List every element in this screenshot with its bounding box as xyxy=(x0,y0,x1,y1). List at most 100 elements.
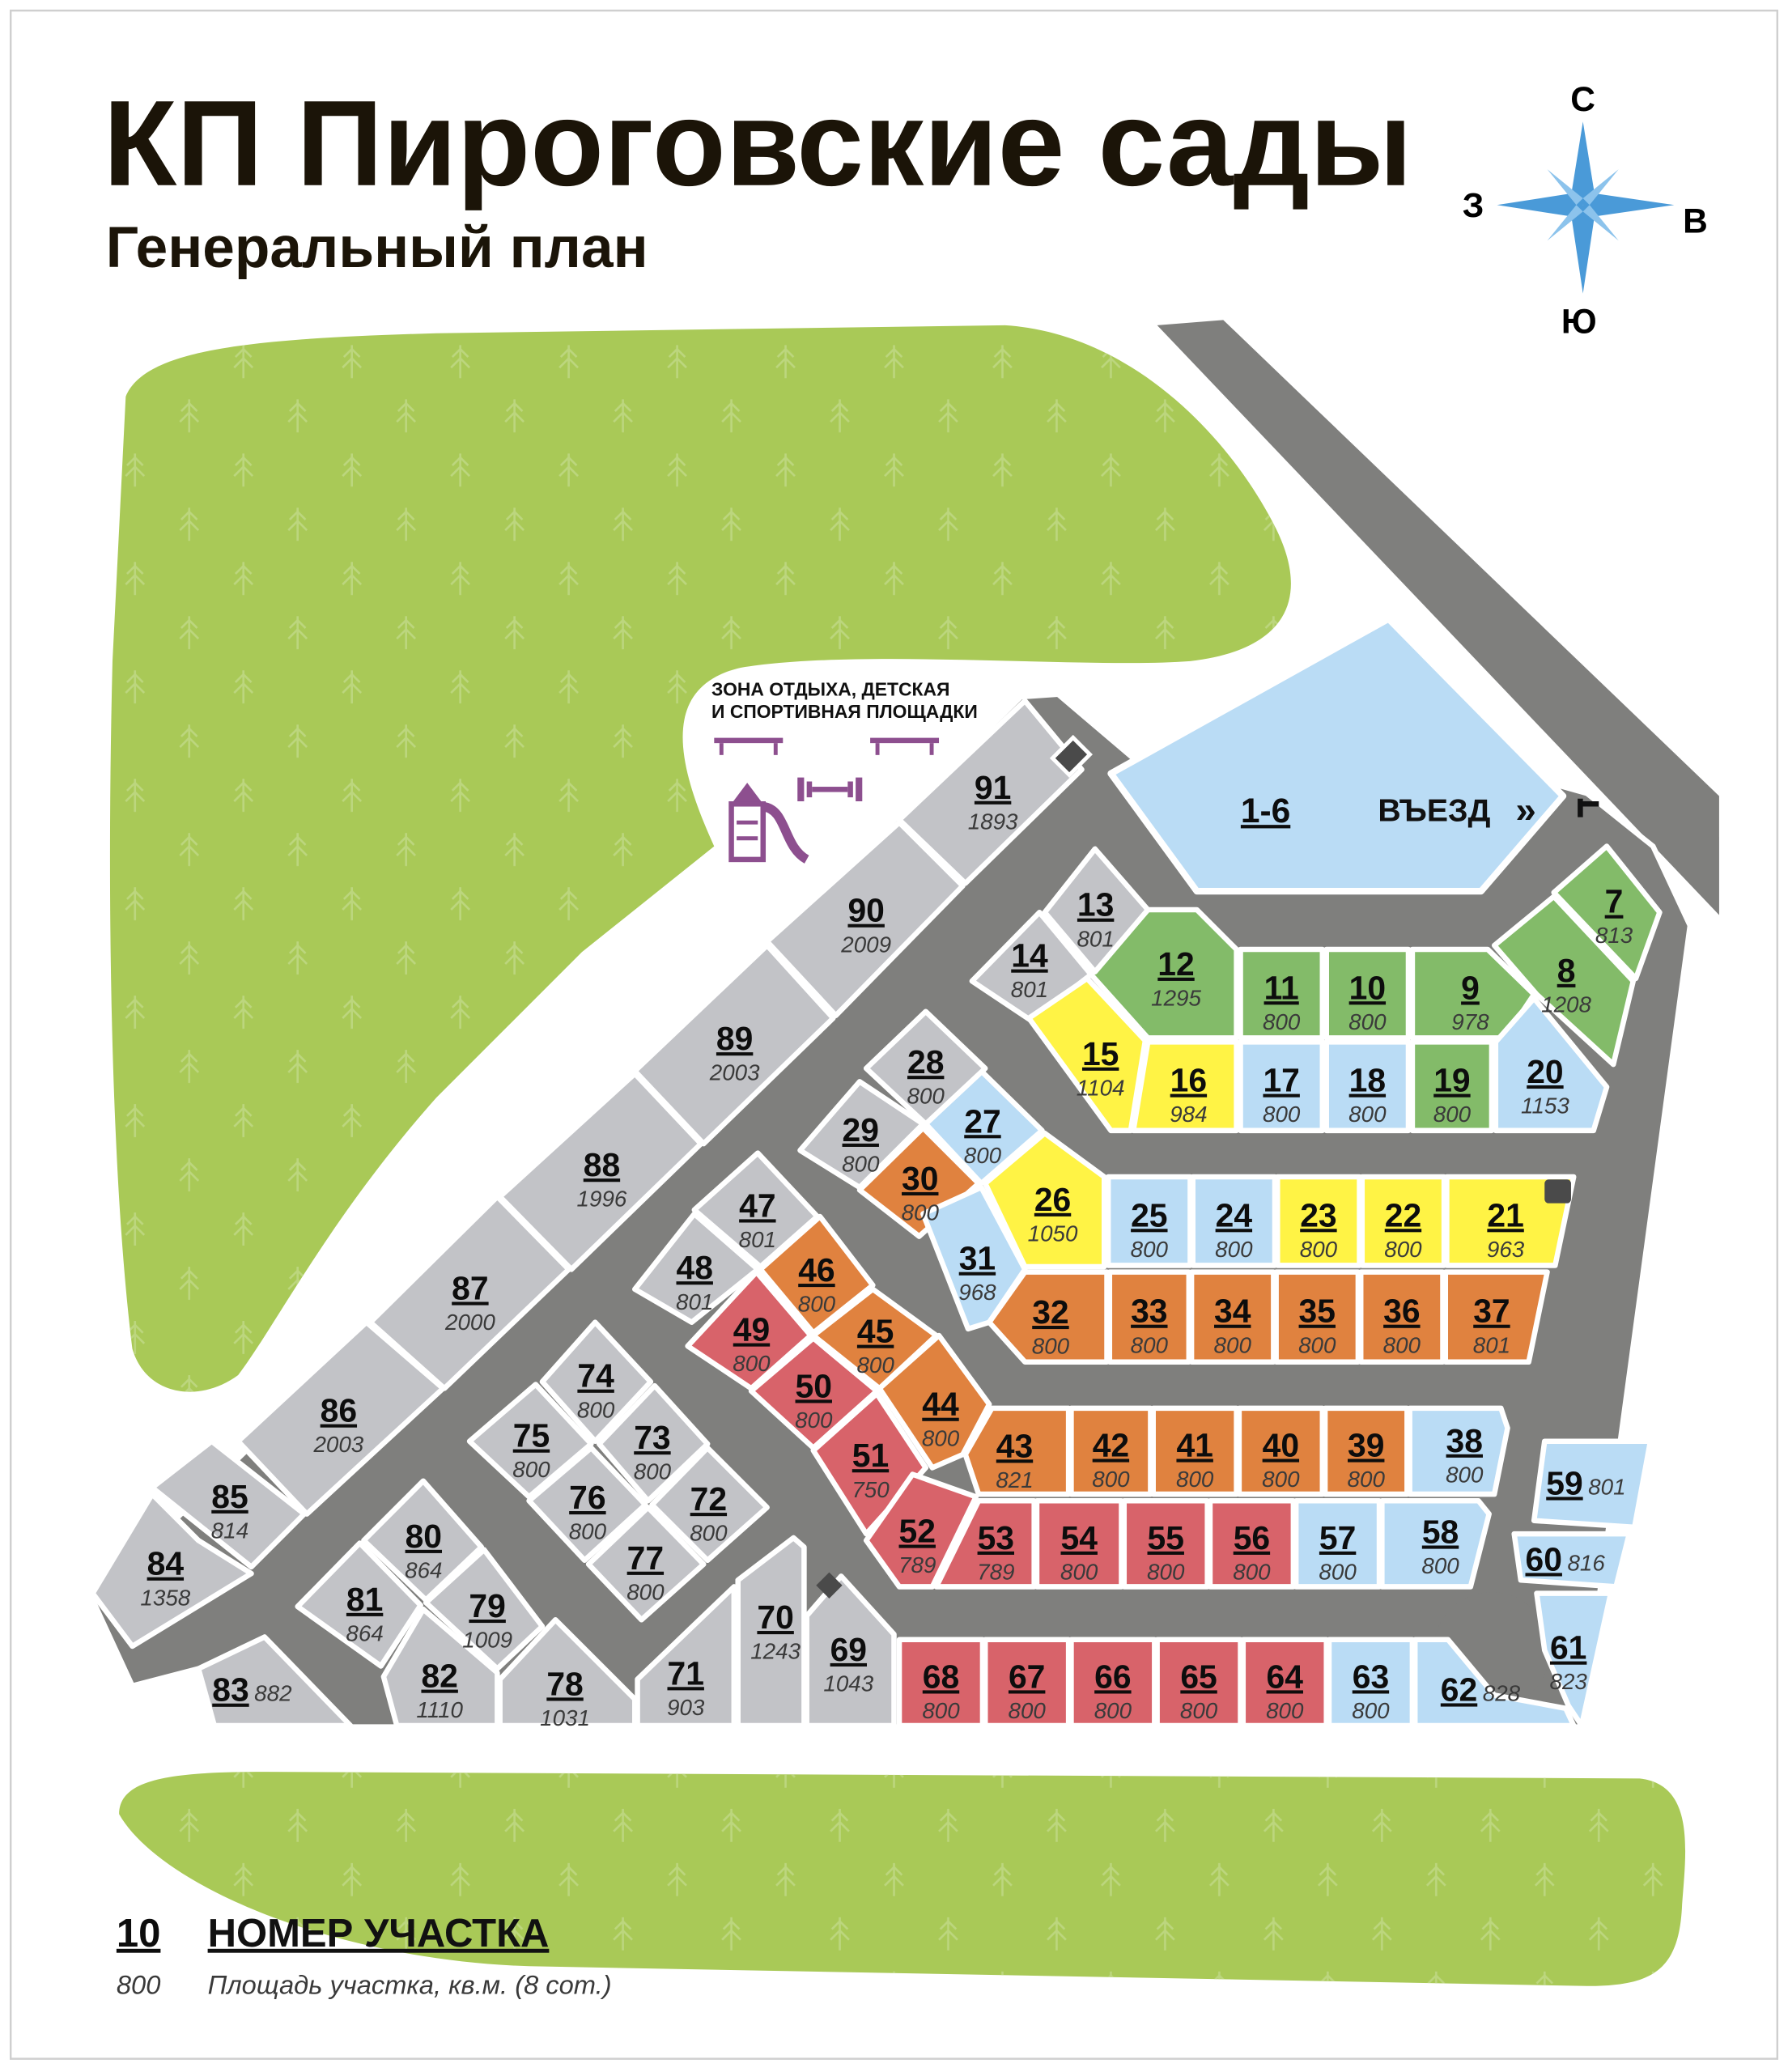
plot-area: 800 xyxy=(626,1579,665,1604)
plot-29[interactable] xyxy=(797,1079,926,1191)
plot-area: 800 xyxy=(842,1151,880,1176)
plot-89[interactable] xyxy=(632,942,836,1147)
plot-number: 67 xyxy=(1009,1658,1045,1695)
plot-number: 16 xyxy=(1170,1062,1207,1099)
plot-80[interactable] xyxy=(361,1478,485,1603)
plot-number: 14 xyxy=(1011,937,1048,974)
plot-77[interactable] xyxy=(585,1505,707,1623)
plot-area: 800 xyxy=(964,1143,1002,1168)
plot-79[interactable] xyxy=(423,1547,546,1671)
plot-83[interactable] xyxy=(195,1634,354,1729)
plot-number: 74 xyxy=(577,1357,614,1395)
plot-72[interactable] xyxy=(649,1445,770,1564)
plot-65[interactable] xyxy=(1154,1637,1243,1729)
plot-45[interactable] xyxy=(810,1286,940,1391)
plot-number: 19 xyxy=(1433,1062,1470,1099)
plot-area: 800 xyxy=(1298,1332,1336,1357)
plot-82[interactable] xyxy=(380,1606,500,1729)
plot-number: 76 xyxy=(569,1479,605,1516)
playground-slide-icon xyxy=(728,783,809,864)
plot-area: 1208 xyxy=(1541,991,1591,1017)
plot-58[interactable] xyxy=(1379,1497,1492,1590)
plot-73[interactable] xyxy=(596,1382,711,1504)
plot-52[interactable] xyxy=(863,1471,979,1590)
plot-area: 800 xyxy=(1383,1332,1421,1357)
plot-74[interactable] xyxy=(539,1319,654,1444)
plot-11[interactable] xyxy=(1238,946,1326,1041)
plot-10[interactable] xyxy=(1323,946,1412,1041)
plot-84[interactable] xyxy=(90,1491,254,1650)
plot-area: 800 xyxy=(1131,1237,1169,1262)
plot-71[interactable] xyxy=(635,1584,737,1729)
plot-7[interactable] xyxy=(1551,843,1663,982)
plot-area: 2000 xyxy=(444,1310,495,1335)
plot-number: 57 xyxy=(1319,1519,1356,1556)
plot-area: 1358 xyxy=(140,1585,190,1610)
plot-labels-layer: 7813812089978108001180012129513801148011… xyxy=(140,769,1633,1730)
plot-68[interactable] xyxy=(896,1637,986,1729)
plot-43[interactable] xyxy=(962,1405,1072,1497)
legend-area-caption: Площадь участка, кв.м. (8 сот.) xyxy=(208,1970,612,2000)
legend: 10 НОМЕР УЧАСТКА 800 Площадь участка, кв… xyxy=(117,1912,612,2000)
plot-18[interactable] xyxy=(1323,1039,1412,1134)
plot-number: 69 xyxy=(830,1631,867,1668)
plot-17[interactable] xyxy=(1238,1039,1326,1134)
plot-59[interactable] xyxy=(1531,1438,1654,1531)
plot-8[interactable] xyxy=(1491,894,1637,1068)
plot-76[interactable] xyxy=(526,1445,648,1564)
plot-75[interactable] xyxy=(466,1382,594,1500)
plot-70[interactable] xyxy=(735,1535,807,1729)
plot-area: 864 xyxy=(405,1557,442,1582)
plot-48[interactable] xyxy=(632,1211,761,1325)
plot-61[interactable] xyxy=(1534,1590,1614,1729)
plot-60[interactable] xyxy=(1511,1531,1633,1590)
plot-25[interactable] xyxy=(1105,1174,1193,1268)
plot-group-1-6[interactable] xyxy=(1107,615,1567,895)
plot-13[interactable] xyxy=(1042,846,1151,975)
bench-icon xyxy=(870,737,940,755)
plot-91[interactable] xyxy=(896,698,1085,886)
plot-area: 800 xyxy=(690,1521,728,1546)
plot-15[interactable] xyxy=(1026,975,1149,1134)
plot-area: 1893 xyxy=(968,809,1018,834)
plot-20[interactable] xyxy=(1493,996,1610,1134)
plot-28[interactable] xyxy=(863,1008,988,1127)
plot-number: 80 xyxy=(406,1518,442,1555)
plot-number: 44 xyxy=(922,1386,959,1423)
plot-number: 7 xyxy=(1605,883,1624,920)
plot-number: 20 xyxy=(1527,1053,1563,1090)
plot-number: 22 xyxy=(1385,1196,1421,1233)
plot-47[interactable] xyxy=(691,1150,821,1270)
plot-16[interactable] xyxy=(1130,1039,1239,1134)
plot-area: 800 xyxy=(1214,1332,1252,1357)
plot-number: 9 xyxy=(1461,969,1480,1006)
plot-area: 800 xyxy=(1348,1009,1387,1034)
plot-area: 800 xyxy=(1263,1009,1301,1034)
plot-19[interactable] xyxy=(1409,1039,1495,1134)
plot-number: 86 xyxy=(321,1392,357,1429)
plot-90[interactable] xyxy=(764,819,966,1018)
plot-number: 63 xyxy=(1353,1658,1389,1695)
plot-number: 52 xyxy=(899,1513,936,1550)
plot-49[interactable] xyxy=(685,1269,813,1391)
plot-37[interactable] xyxy=(1442,1269,1550,1365)
plot-81[interactable] xyxy=(295,1540,423,1669)
plot-area: 800 xyxy=(1215,1237,1253,1262)
recreation-zone-label-line1: ЗОНА ОТДЫХА, ДЕТСКАЯ xyxy=(711,678,949,699)
